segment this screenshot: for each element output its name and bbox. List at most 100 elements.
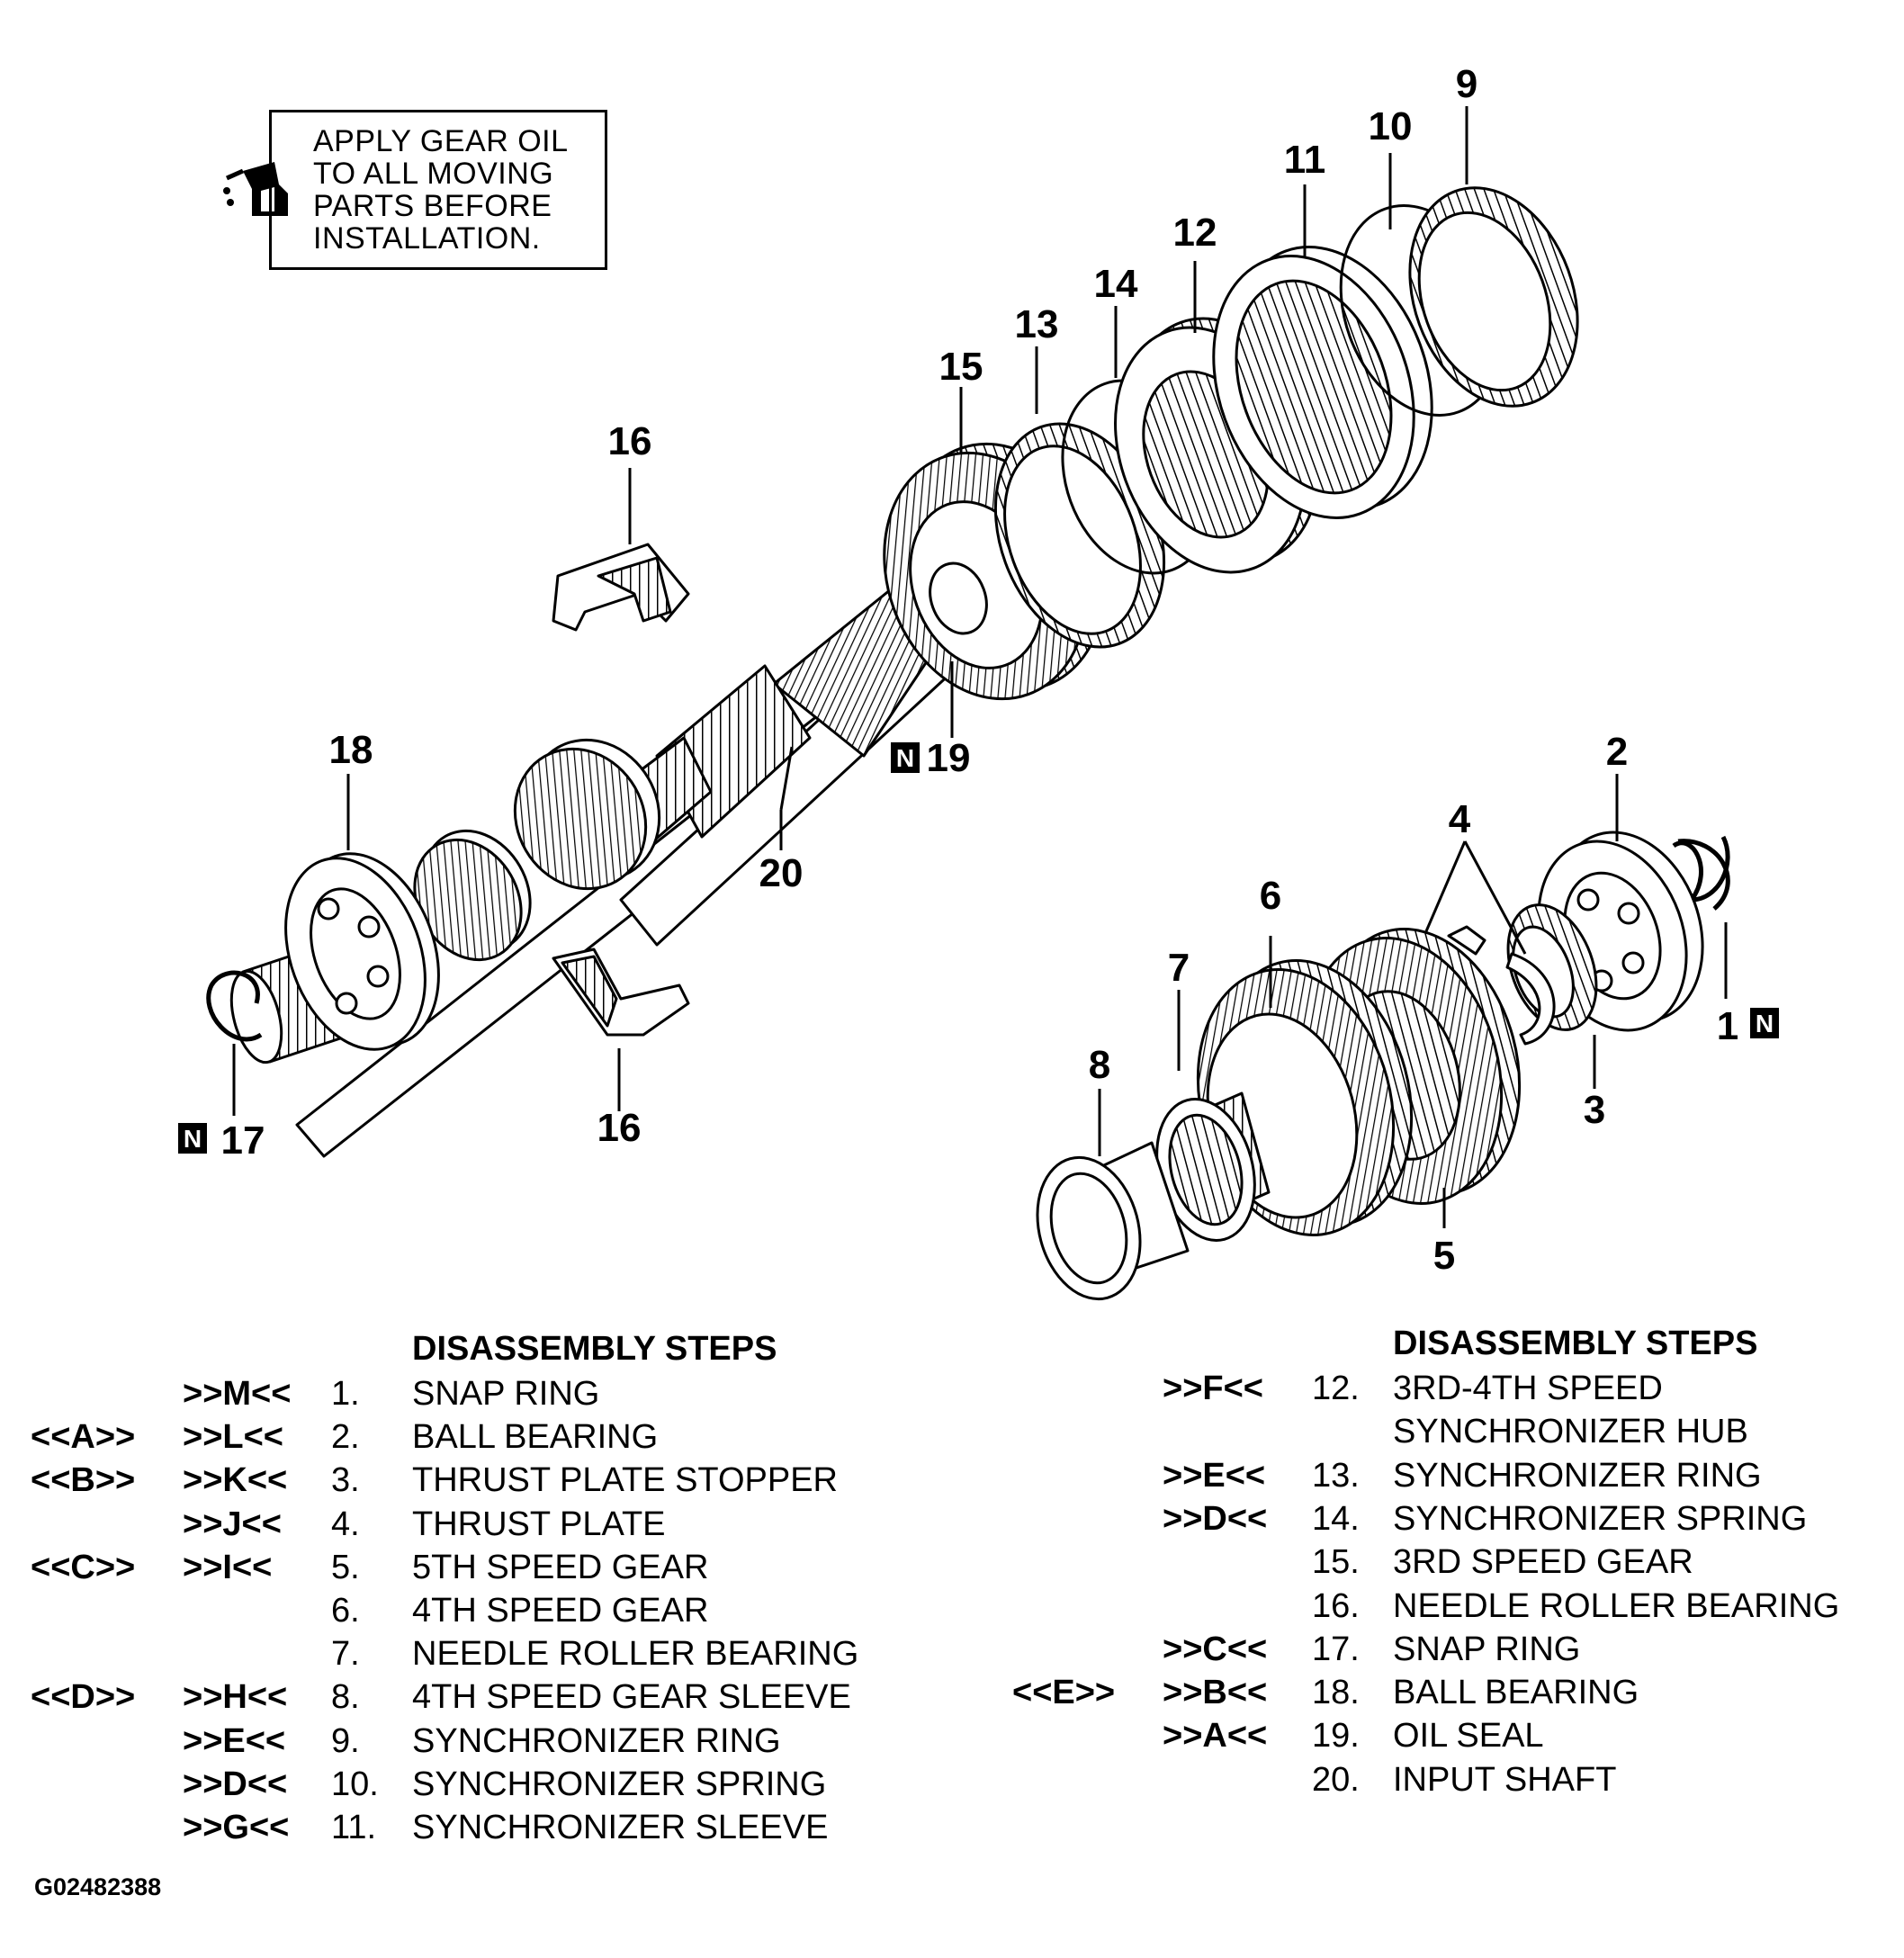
- callout-16-lower: 16: [597, 1106, 642, 1150]
- callout-15: 15: [939, 345, 983, 389]
- callout-13: 13: [1015, 302, 1059, 346]
- leader-lines: [232, 106, 1728, 1228]
- callout-6: 6: [1260, 874, 1281, 918]
- callout-10: 10: [1369, 104, 1413, 148]
- install-note: >>E<<: [1163, 1456, 1266, 1495]
- step-number: 4.: [331, 1504, 360, 1543]
- removal-note: <<D>>: [31, 1678, 136, 1717]
- note-line-1: APPLY GEAR OIL: [313, 124, 569, 158]
- callout-19: 19: [927, 736, 971, 780]
- step-text: THRUST PLATE STOPPER: [412, 1461, 838, 1500]
- step-text: SNAP RING: [1393, 1630, 1581, 1668]
- callout-1: 1: [1717, 1004, 1738, 1048]
- install-note: >>G<<: [183, 1809, 290, 1846]
- callout-16-upper: 16: [608, 419, 652, 463]
- callout-9: 9: [1456, 62, 1477, 106]
- install-note: >>K<<: [183, 1461, 288, 1500]
- snap-ring-17: [206, 970, 263, 1042]
- callout-7: 7: [1168, 946, 1190, 990]
- install-note: >>B<<: [1163, 1674, 1268, 1712]
- callout-5: 5: [1433, 1234, 1455, 1278]
- thrust-plate-4b: [1505, 952, 1556, 1046]
- step-number: 5.: [331, 1548, 360, 1586]
- step-text: SYNCHRONIZER RING: [1393, 1456, 1762, 1495]
- callout-11: 11: [1284, 138, 1326, 182]
- step-number: 6.: [331, 1592, 360, 1630]
- removal-note: <<E>>: [1012, 1674, 1116, 1712]
- install-note: >>I<<: [183, 1548, 273, 1586]
- thrust-plate-4a: [1447, 925, 1486, 956]
- step-text: THRUST PLATE: [412, 1504, 666, 1543]
- removal-note: <<A>>: [31, 1418, 136, 1457]
- step-text: NEEDLE ROLLER BEARING: [412, 1635, 859, 1674]
- step-text: BALL BEARING: [412, 1418, 659, 1457]
- step-number: 3.: [331, 1461, 360, 1500]
- removal-note: <<C>>: [31, 1548, 136, 1586]
- step-text: SYNCHRONIZER SPRING: [412, 1765, 827, 1803]
- install-note: >>M<<: [183, 1375, 292, 1413]
- callout-12: 12: [1173, 211, 1217, 255]
- needle-roller-bearing-16-lower: [552, 948, 690, 1037]
- step-text: 5TH SPEED GEAR: [412, 1548, 709, 1586]
- callout-4: 4: [1449, 797, 1471, 841]
- steps-heading-right: DISASSEMBLY STEPS: [1393, 1325, 1758, 1362]
- install-note: >>J<<: [183, 1504, 282, 1543]
- step-number: 16.: [1312, 1586, 1360, 1625]
- step-number: 15.: [1312, 1543, 1360, 1582]
- note-line-3: PARTS BEFORE: [313, 189, 552, 223]
- callout-18: 18: [329, 728, 373, 772]
- callout-3: 3: [1584, 1088, 1605, 1132]
- step-number: 13.: [1312, 1456, 1360, 1495]
- n-marker-17: N: [178, 1123, 207, 1154]
- step-number: 9.: [331, 1721, 360, 1760]
- note-line-4: INSTALLATION.: [313, 221, 541, 256]
- ball-bearing-18: [284, 852, 440, 1051]
- install-note: >>A<<: [1163, 1717, 1268, 1756]
- install-note: >>C<<: [1163, 1630, 1268, 1668]
- step-text: INPUT SHAFT: [1393, 1760, 1617, 1799]
- steps-heading-left: DISASSEMBLY STEPS: [412, 1330, 777, 1368]
- step-text: NEEDLE ROLLER BEARING: [1393, 1586, 1840, 1625]
- step-number: 2.: [331, 1418, 360, 1457]
- callout-20: 20: [759, 851, 804, 895]
- svg-text:N: N: [184, 1125, 202, 1153]
- callout-14: 14: [1094, 262, 1138, 306]
- callout-8: 8: [1089, 1043, 1110, 1087]
- step-text: 3RD SPEED GEAR: [1393, 1543, 1693, 1582]
- step-number: 1.: [331, 1375, 360, 1413]
- synchronizer-ring-13: [993, 422, 1166, 649]
- needle-roller-bearing-16-upper: [552, 543, 690, 632]
- step-text: SYNCHRONIZER RING: [412, 1721, 781, 1760]
- step-number: 8.: [331, 1678, 360, 1717]
- install-note: >>D<<: [183, 1765, 288, 1803]
- step-text: SYNCHRONIZER SLEEVE: [412, 1809, 829, 1846]
- step-text: 4TH SPEED GEAR SLEEVE: [412, 1678, 851, 1717]
- svg-text:N: N: [1756, 1010, 1774, 1037]
- svg-text:N: N: [896, 744, 914, 772]
- fourth-speed-gear-sleeve-8: [1036, 1141, 1190, 1301]
- step-number: 19.: [1312, 1717, 1360, 1756]
- install-note: >>D<<: [1163, 1499, 1268, 1538]
- n-marker-19: N: [891, 742, 920, 773]
- install-note: >>E<<: [183, 1721, 286, 1760]
- step-text: SYNCHRONIZER SPRING: [1393, 1499, 1808, 1538]
- install-note: >>H<<: [183, 1678, 288, 1717]
- oil-can-icon: [223, 162, 288, 216]
- step-number: 11.: [331, 1809, 377, 1846]
- step-number: 14.: [1312, 1499, 1360, 1538]
- callout-2: 2: [1606, 730, 1628, 774]
- thrust-plate-stopper-3: [1506, 903, 1598, 1031]
- step-text: 4TH SPEED GEAR: [412, 1592, 709, 1630]
- step-number: 17.: [1312, 1630, 1360, 1668]
- install-note: >>L<<: [183, 1418, 283, 1457]
- step-number: 12.: [1312, 1370, 1360, 1407]
- step-number: 7.: [331, 1635, 360, 1674]
- removal-note: <<B>>: [31, 1461, 136, 1500]
- step-number: 18.: [1312, 1674, 1360, 1712]
- install-note: >>F<<: [1163, 1370, 1263, 1407]
- callout-17: 17: [221, 1118, 265, 1163]
- step-text: SNAP RING: [412, 1375, 600, 1413]
- note-line-2: TO ALL MOVING: [313, 157, 554, 191]
- step-text: OIL SEAL: [1393, 1717, 1544, 1756]
